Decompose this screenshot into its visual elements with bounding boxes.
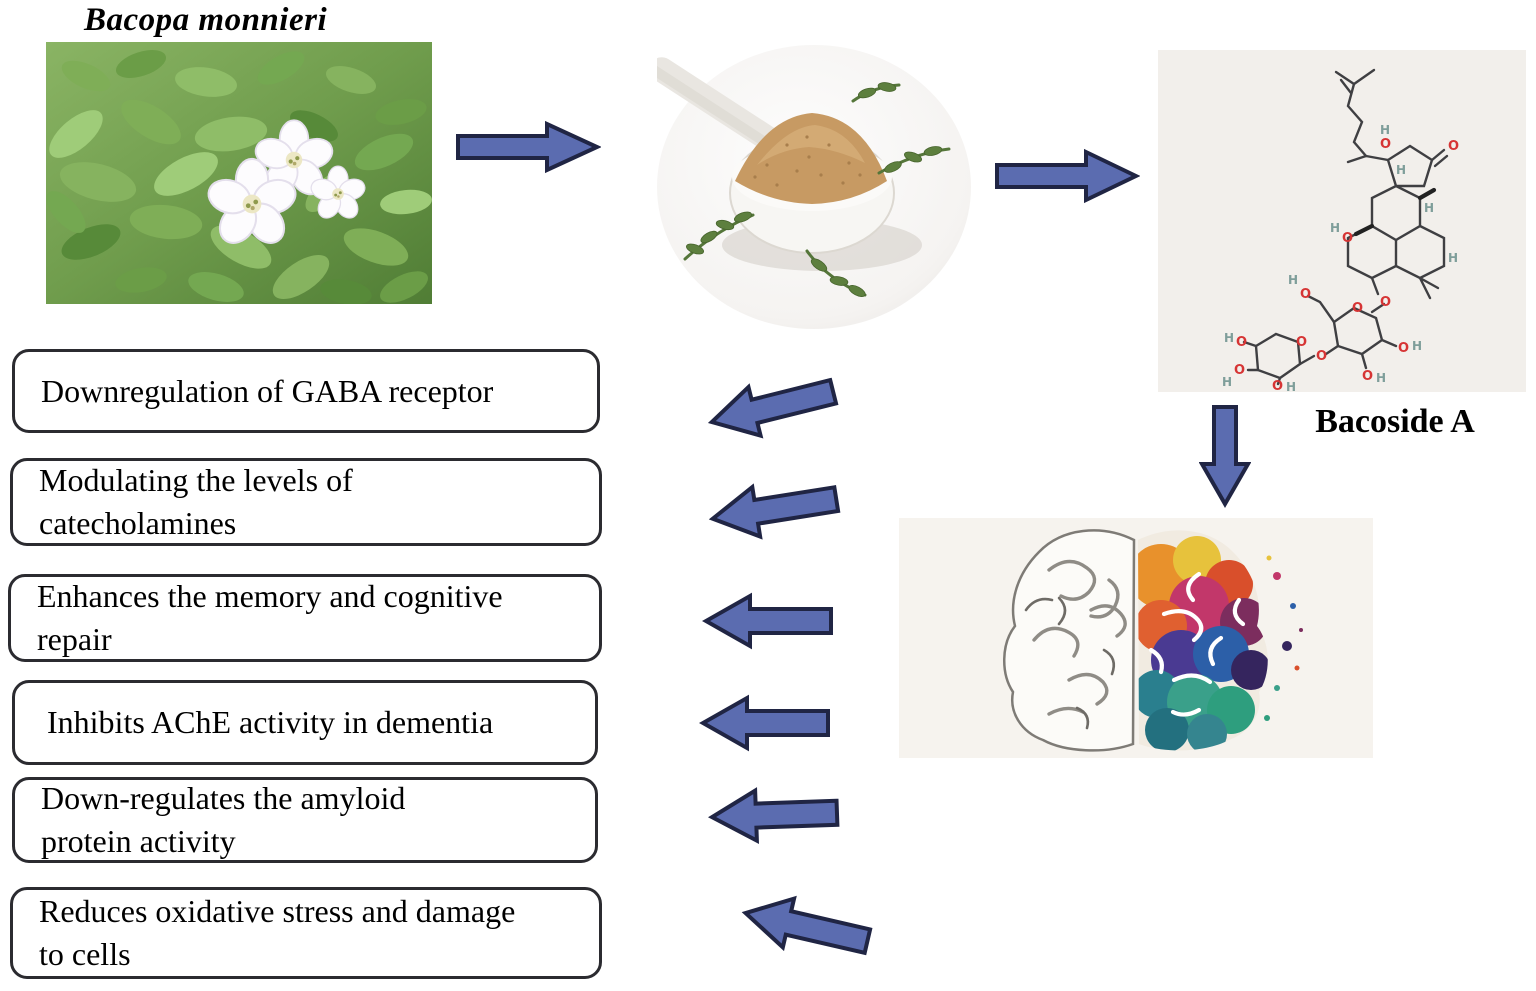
powder-mound [735, 113, 887, 204]
molecule-skeleton [1242, 68, 1449, 386]
effect-text: Downregulation of GABA receptor [41, 372, 494, 409]
svg-text:H: H [1380, 123, 1390, 137]
brain-left-hemisphere [1003, 529, 1136, 752]
effect-text: repair [37, 621, 112, 657]
svg-text:O: O [1300, 287, 1311, 302]
plant-illustration [39, 42, 434, 310]
svg-text:O: O [1234, 363, 1245, 378]
svg-text:H: H [1288, 273, 1298, 287]
svg-text:H: H [1376, 371, 1386, 385]
molecule-atom-labels: H O O H H H H O O O H O O H O H O O H O [1222, 123, 1459, 394]
arrow-powder-to-molecule-icon [995, 148, 1140, 204]
plant-photo [39, 42, 434, 310]
effect-text: Down-regulates the amyloid [41, 780, 406, 816]
svg-text:O: O [1448, 139, 1459, 154]
svg-text:O: O [1272, 379, 1283, 392]
svg-text:H: H [1224, 331, 1234, 345]
arrow-effect-1-icon [707, 377, 839, 439]
effect-box-amyloid: Down-regulates the amyloid protein activ… [12, 777, 598, 863]
arrow-molecule-to-brain-icon [1199, 405, 1251, 508]
arrow-effect-5-icon [707, 787, 840, 844]
brain-illustration [1003, 529, 1303, 752]
effect-box-memory: Enhances the memory and cognitive repair [8, 574, 602, 662]
compound-label: Bacoside A [1315, 403, 1475, 440]
arrow-effect-2-icon [708, 483, 841, 540]
arrow-plant-to-powder-icon [456, 120, 601, 174]
spoon-handle [648, 57, 780, 151]
effect-text: catecholamines [39, 505, 237, 541]
effect-text: to cells [39, 936, 131, 972]
svg-text:O: O [1316, 349, 1327, 364]
brain-right-hemisphere [1138, 530, 1303, 751]
effect-text: Enhances the memory and cognitive [37, 578, 503, 614]
svg-text:O: O [1362, 369, 1373, 384]
arrow-effect-6-icon [741, 895, 873, 956]
svg-text:H: H [1222, 375, 1232, 389]
effect-text: Inhibits AChE activity in dementia [47, 704, 494, 740]
paint-splatter [1264, 555, 1303, 721]
arrow-effect-4-icon [699, 694, 830, 752]
molecule-drawing: H O O H H H H O O O H O O H O H O O H O [1222, 68, 1459, 394]
svg-text:H: H [1424, 201, 1434, 215]
effect-box-ache: Inhibits AChE activity in dementia [12, 680, 598, 765]
svg-text:O: O [1236, 335, 1247, 350]
effect-text: Modulating the levels of [39, 462, 353, 498]
svg-text:O: O [1398, 341, 1409, 356]
arrow-effect-3-icon [702, 592, 833, 650]
herb-sprigs [683, 80, 951, 300]
svg-text:H: H [1396, 163, 1406, 177]
svg-text:H: H [1412, 339, 1422, 353]
svg-text:H: H [1330, 221, 1340, 235]
powder-photo [648, 45, 971, 334]
plant-title: Bacopa monnieri [84, 2, 328, 38]
effect-box-catecholamines: Modulating the levels of catecholamines [10, 458, 602, 546]
svg-text:H: H [1448, 251, 1458, 265]
svg-text:O: O [1352, 301, 1363, 316]
svg-text:O: O [1380, 295, 1391, 310]
svg-text:O: O [1296, 335, 1307, 350]
effect-text: protein activity [41, 823, 236, 859]
svg-text:O: O [1380, 137, 1391, 152]
svg-text:H: H [1286, 380, 1296, 392]
molecule-panel: H O O H H H H O O O H O O H O H O O H O [1158, 50, 1526, 394]
svg-text:O: O [1342, 231, 1353, 246]
effect-box-gaba: Downregulation of GABA receptor [12, 349, 600, 433]
effect-text: Reduces oxidative stress and damage [39, 893, 516, 929]
brain-photo [899, 518, 1373, 758]
powder-illustration [648, 45, 971, 329]
effect-box-oxidative: Reduces oxidative stress and damage to c… [10, 887, 602, 979]
